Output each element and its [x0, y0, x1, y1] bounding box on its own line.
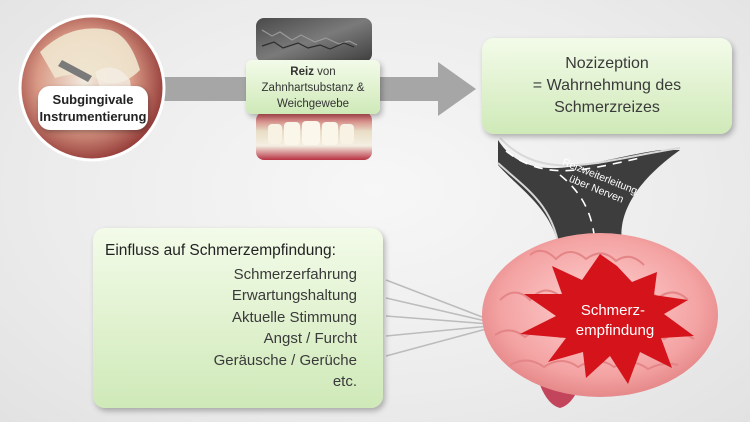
nociception-line2: = Wahrnehmung des	[532, 77, 682, 94]
stimulus-line2: Zahnhartsubstanz &	[261, 82, 365, 94]
teeth-gums-photo	[256, 112, 372, 160]
procedure-label: Subgingivale Instrumentierung	[38, 86, 148, 130]
influence-item: Aktuelle Stimmung	[231, 308, 357, 326]
influence-box: Einfluss auf Schmerzempfindung: Schmerze…	[93, 228, 383, 408]
tooth-surface-photo	[256, 18, 372, 62]
nociception-box: Nozizeption = Wahrnehmung des Schmerzrei…	[482, 38, 732, 134]
nociception-line3: Schmerzreizes	[554, 99, 660, 116]
influence-arrows	[385, 279, 500, 357]
influence-title: Einfluss auf Schmerzempfindung:	[105, 242, 336, 259]
nociception-title: Nozizeption	[565, 55, 649, 72]
stimulus-title: Reiz	[290, 66, 314, 78]
stimulus-box: Reiz von Zahnhartsubstanz & Weichgewebe	[246, 60, 380, 114]
influence-item: Geräusche / Gerüche	[213, 351, 357, 369]
pain-perception-label: Schmerz- empfindung	[576, 302, 654, 339]
pain-burst	[520, 254, 694, 384]
influence-item: Erwartungshaltung	[231, 287, 357, 304]
stimulus-from: von	[313, 66, 336, 78]
influence-item: Angst / Furcht	[263, 330, 357, 347]
stimulus-line3: Weichgewebe	[276, 98, 350, 110]
procedure-label-line2: Instrumentierung	[39, 109, 147, 124]
influence-item: Schmerzerfahrung	[233, 265, 357, 283]
procedure-label-line1: Subgingivale	[52, 92, 134, 107]
influence-item: etc.	[332, 373, 357, 390]
